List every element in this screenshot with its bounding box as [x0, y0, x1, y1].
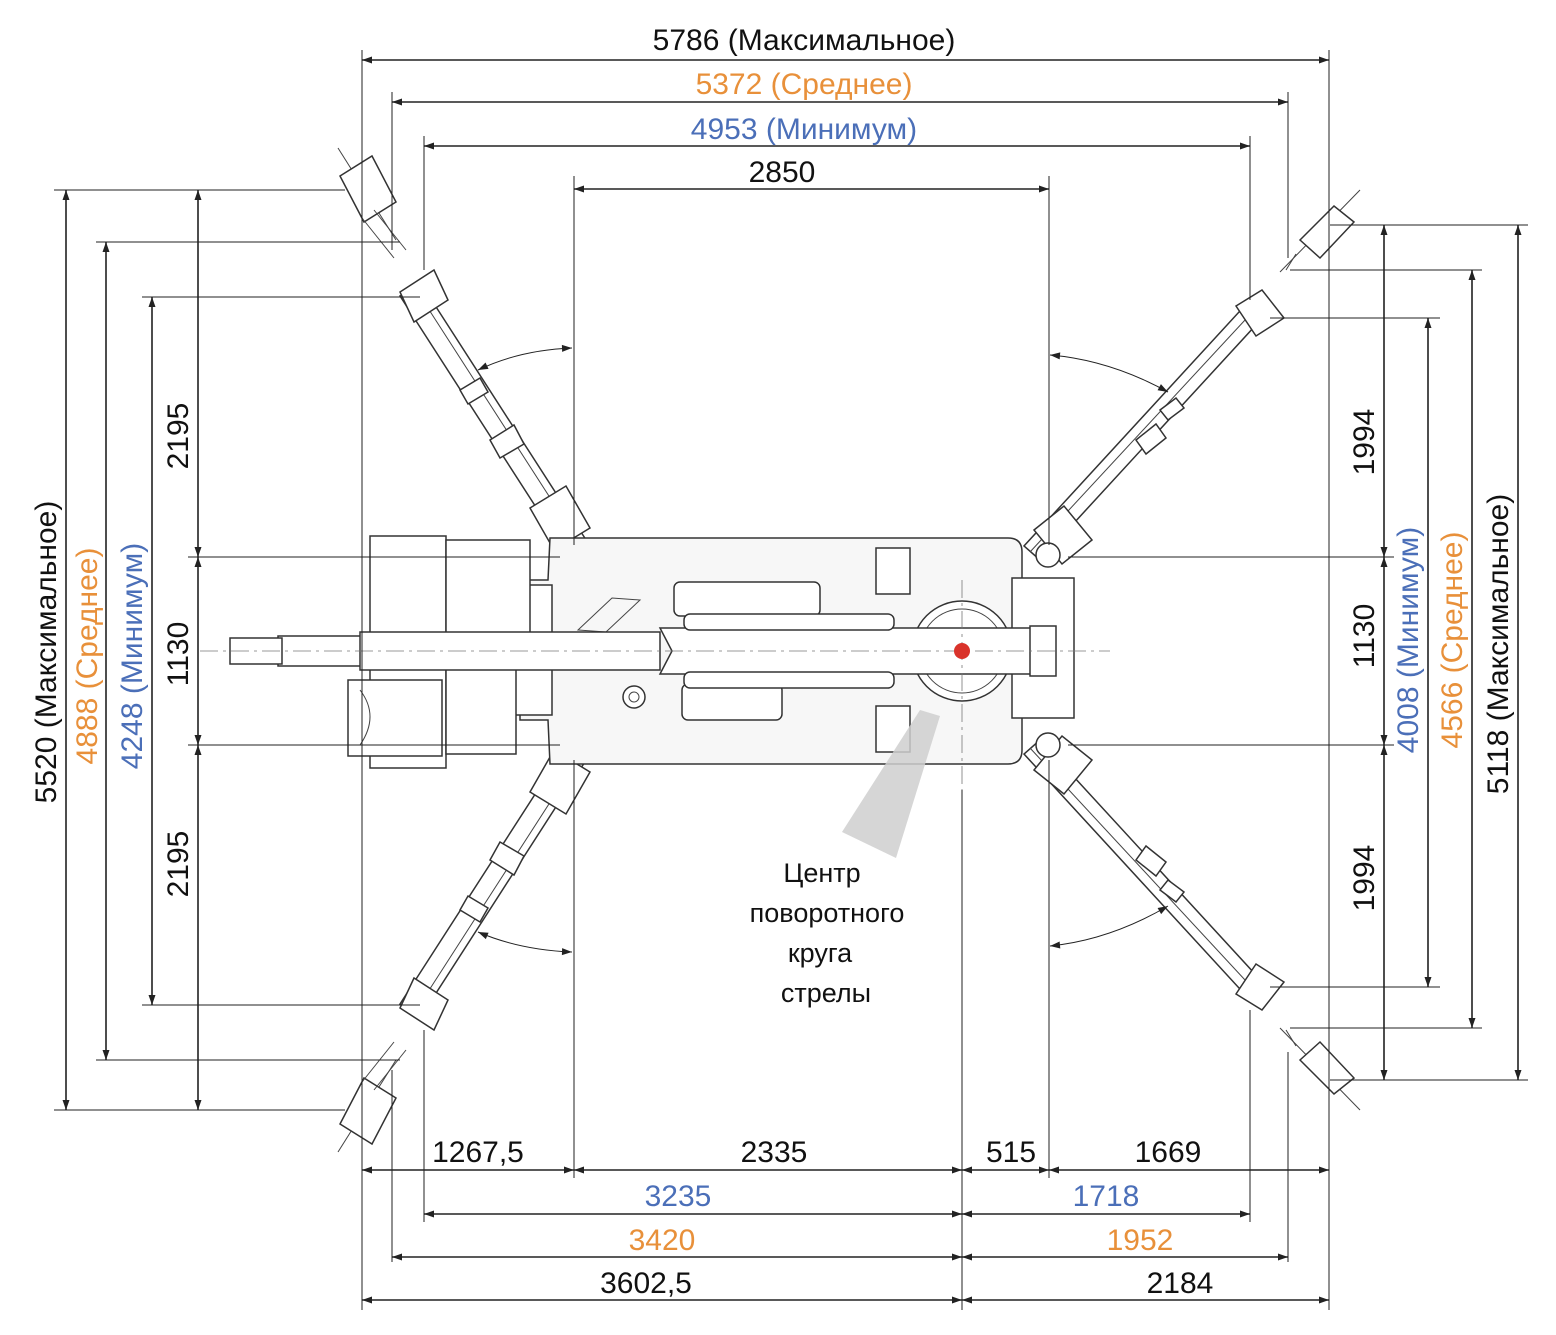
dimension-lines: [62, 56, 1522, 1304]
outrigger-leg-front-left: [337, 147, 592, 568]
seat-contour: [359, 689, 371, 746]
bottom-row4-label-2: 2184: [1147, 1267, 1214, 1300]
angle-arcs: [477, 344, 1169, 956]
right-mid-length-label: 4566 (Среднее): [1436, 532, 1469, 749]
right-max-length-label: 5118 (Максимальное): [1482, 494, 1515, 794]
left-max-length-label: 5520 (Максимальное): [30, 501, 63, 804]
bottom-row2-label-2: 1718: [1073, 1180, 1140, 1213]
slewing-center-marker: [954, 643, 970, 659]
bottom-row1-label-4: 1669: [1135, 1136, 1202, 1169]
callout-beam: [842, 710, 940, 858]
body-width-label: 2850: [749, 156, 816, 189]
cab-panel-upper: [369, 535, 447, 637]
crane-machine-drawing: [200, 147, 1361, 1153]
winch-hub: [628, 691, 640, 703]
callout-line-1: Центр: [783, 858, 860, 888]
boom-cylinder-top: [683, 613, 895, 631]
right-lower-offset-label: 1994: [1348, 845, 1381, 912]
bottom-row1-label-2: 2335: [741, 1136, 808, 1169]
left-mid-length-label: 4888 (Среднее): [71, 548, 104, 765]
winch-drum: [622, 685, 646, 709]
bottom-row1-label-3: 515: [986, 1136, 1036, 1169]
right-center-label: 1130: [1348, 604, 1381, 669]
boom-cylinder-bottom: [683, 671, 895, 689]
callout-line-3: круга: [788, 938, 853, 968]
extension-lines: [54, 50, 1528, 1310]
left-upper-offset-label: 2195: [162, 403, 195, 470]
operator-seat: [347, 679, 443, 757]
callout-line-2: поворотного: [750, 898, 905, 928]
lower-hydraulic-tank: [681, 683, 783, 721]
left-min-length-label: 4248 (Минимум): [116, 543, 149, 769]
cab-panel-side: [445, 539, 531, 637]
upper-hydraulic-tank: [673, 581, 821, 617]
bottom-row4-label-1: 3602,5: [600, 1267, 692, 1300]
outrigger-leg-front-right: [1022, 189, 1361, 568]
right-upper-offset-label: 1994: [1348, 409, 1381, 476]
outrigger-leg-rear-right: [1022, 732, 1361, 1111]
slewing-center-callout: Центр поворотного круга стрелы: [750, 858, 905, 1008]
outrigger-leg-rear-left: [337, 732, 592, 1153]
left-center-label: 1130: [162, 622, 195, 687]
top-mid-width-label: 5372 (Среднее): [696, 68, 913, 101]
bottom-row1-label-1: 1267,5: [432, 1136, 524, 1169]
rear-bracket-top: [875, 547, 911, 595]
top-min-width-label: 4953 (Минимум): [691, 113, 917, 146]
top-max-width-label: 5786 (Максимальное): [653, 24, 956, 57]
right-min-length-label: 4008 (Минимум): [1392, 527, 1425, 753]
callout-line-4: стрелы: [781, 978, 871, 1008]
control-box: [445, 663, 517, 755]
left-lower-offset-label: 2195: [162, 831, 195, 898]
bottom-row3-label-1: 3420: [629, 1224, 696, 1257]
bottom-row3-label-2: 1952: [1107, 1224, 1174, 1257]
bottom-row2-label-1: 3235: [645, 1180, 712, 1213]
